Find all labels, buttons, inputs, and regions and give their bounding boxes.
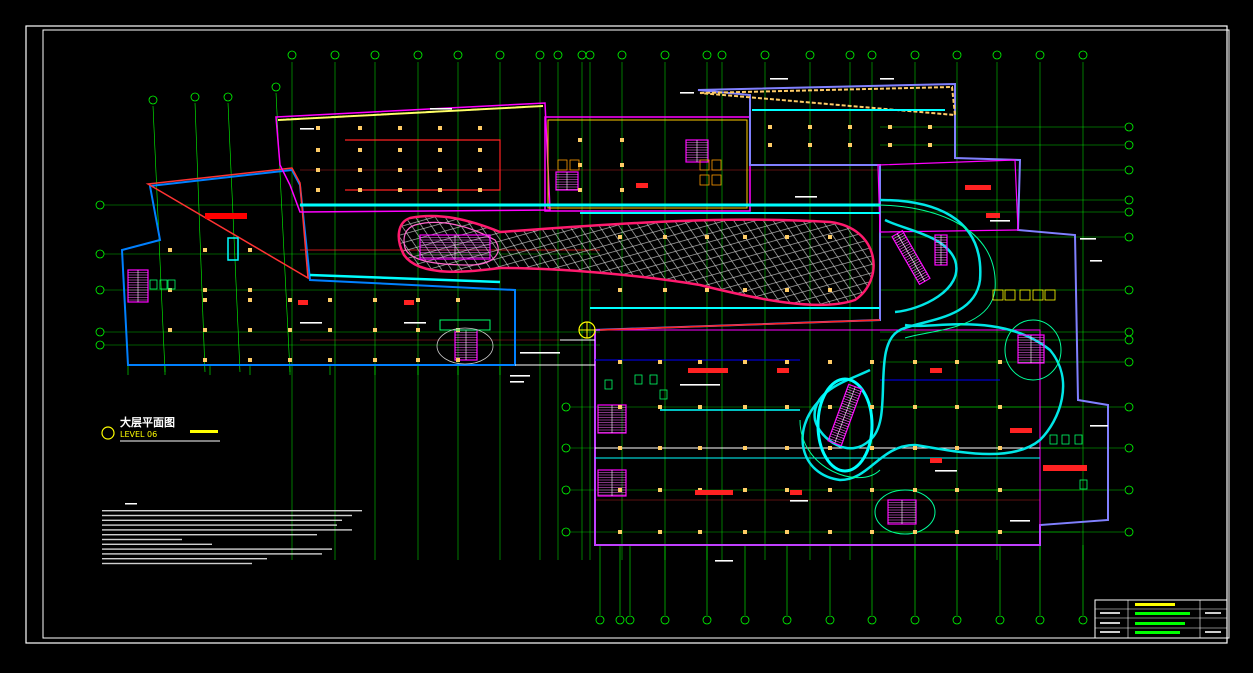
atrium-void <box>397 214 875 307</box>
circulation-curves <box>801 198 1065 482</box>
compass-icon <box>578 321 596 339</box>
columns <box>168 125 1002 534</box>
annotations <box>149 78 1108 562</box>
plan-title: 大层平面图 LEVEL 06 <box>101 415 220 442</box>
outer-frame <box>25 25 1228 644</box>
title-block <box>1094 599 1228 639</box>
building-outline <box>120 82 1109 546</box>
plan-title-text: 大层平面图 <box>120 415 175 429</box>
escalator-island <box>816 377 874 473</box>
room-labels <box>205 183 1087 495</box>
general-notes <box>102 503 362 565</box>
grid-lines <box>95 50 1134 625</box>
inner-frame <box>42 29 1230 639</box>
atrium-void-inner <box>403 221 499 266</box>
escalators <box>127 139 1045 525</box>
plan-subtitle-text: LEVEL 06 <box>120 430 157 439</box>
